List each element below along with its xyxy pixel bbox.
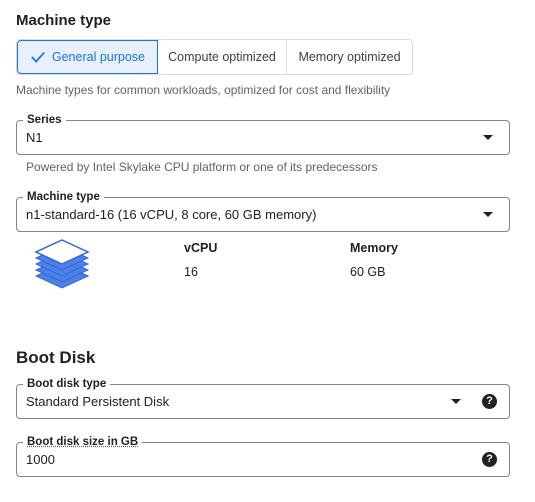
help-icon[interactable]: ?: [482, 394, 497, 409]
machine-type-title: Machine type: [16, 12, 112, 29]
machine-type-label: Machine type: [23, 190, 104, 204]
tab-general-purpose-label: General purpose: [51, 50, 145, 64]
arrow-drop-down-icon: [451, 399, 461, 404]
check-icon: [31, 52, 45, 63]
boot-disk-size-label-text: Boot disk size in GB: [27, 436, 139, 448]
boot-disk-type-select[interactable]: Boot disk type Standard Persistent Disk …: [16, 377, 510, 419]
machine-type-value: n1-standard-16 (16 vCPU, 8 core, 60 GB m…: [26, 207, 317, 222]
series-value: N1: [26, 130, 43, 145]
boot-disk-title: Boot Disk: [16, 348, 96, 367]
series-select[interactable]: Series N1: [16, 113, 510, 155]
tab-memory-optimized[interactable]: Memory optimized: [287, 40, 412, 74]
vcpu-label: vCPU: [184, 241, 218, 255]
series-label: Series: [23, 113, 66, 127]
boot-disk-size-label: Boot disk size in GB: [23, 435, 143, 449]
help-icon[interactable]: ?: [482, 452, 497, 467]
stack-layers-icon: [34, 239, 90, 289]
tab-memory-optimized-label: Memory optimized: [298, 50, 401, 64]
tab-general-purpose[interactable]: General purpose: [17, 40, 158, 74]
machine-type-select[interactable]: Machine type n1-standard-16 (16 vCPU, 8 …: [16, 190, 510, 232]
machine-family-tabs: General purpose Compute optimized Memory…: [16, 39, 413, 75]
series-hint: Powered by Intel Skylake CPU platform or…: [26, 160, 378, 174]
boot-disk-size-value: 1000: [26, 452, 55, 467]
memory-value: 60 GB: [350, 265, 386, 279]
tab-compute-optimized[interactable]: Compute optimized: [158, 40, 287, 74]
memory-label: Memory: [350, 241, 398, 255]
arrow-drop-down-icon: [483, 212, 493, 217]
boot-disk-type-label: Boot disk type: [23, 377, 111, 391]
boot-disk-size-input[interactable]: Boot disk size in GB 1000 ?: [16, 435, 510, 477]
boot-disk-type-value: Standard Persistent Disk: [26, 394, 170, 409]
vcpu-value: 16: [184, 265, 198, 279]
arrow-drop-down-icon: [483, 135, 493, 140]
tab-compute-optimized-label: Compute optimized: [168, 50, 276, 64]
machine-type-description: Machine types for common workloads, opti…: [16, 83, 391, 97]
